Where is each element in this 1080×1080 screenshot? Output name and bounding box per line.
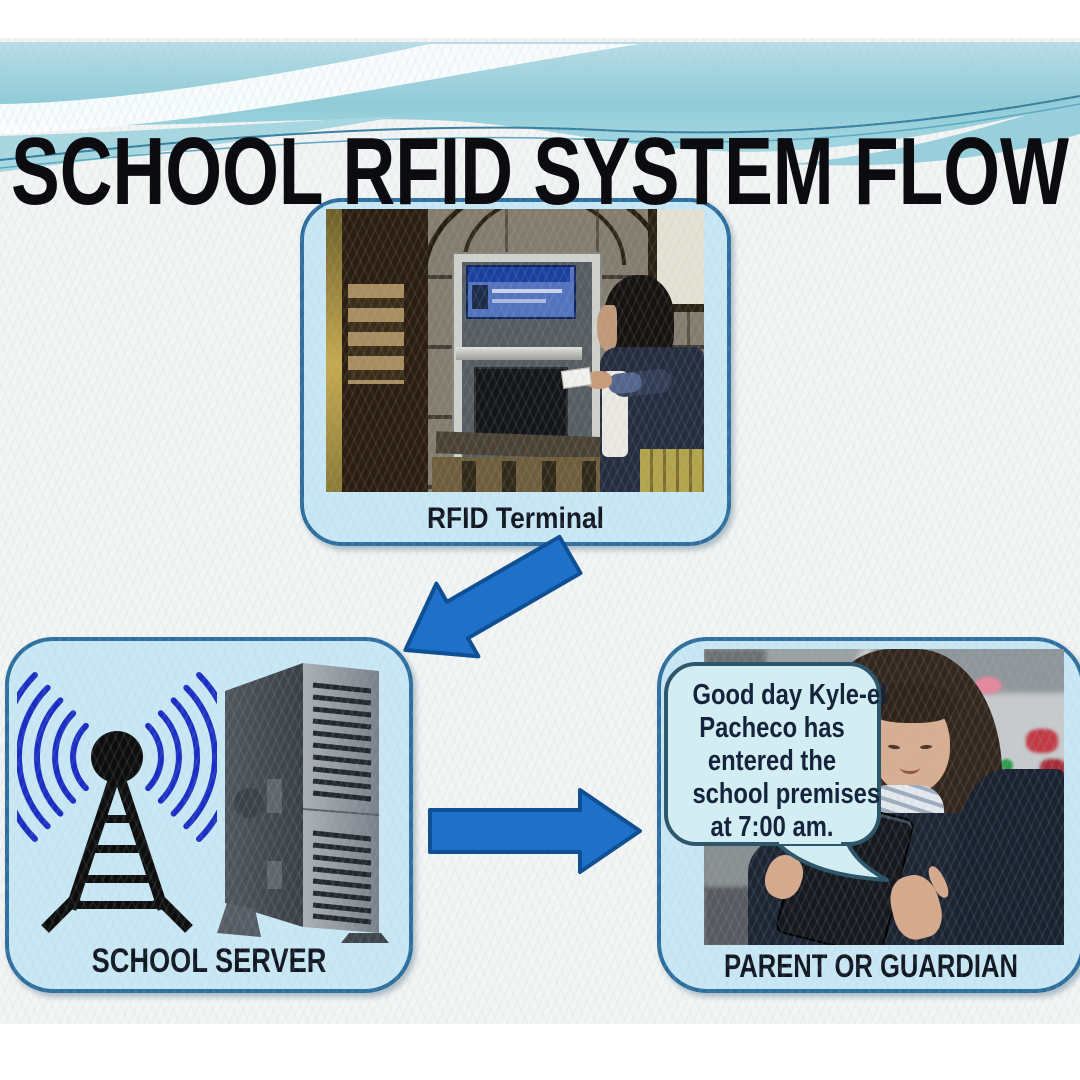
terminal-screen-row <box>492 299 546 303</box>
notification-speech-bubble: Good day Kyle-el Pacheco has entered the… <box>663 661 923 896</box>
window-crossbar <box>456 347 582 360</box>
rfid-terminal-node: RFID Terminal <box>300 198 731 546</box>
interior-shelves <box>348 284 404 384</box>
antenna-tower <box>41 731 193 933</box>
server-tower-icon <box>217 663 389 943</box>
notification-line: at 7:00 am. <box>710 811 834 843</box>
speech-bubble-junction-patch <box>779 835 841 844</box>
school-server-caption: SCHOOL SERVER <box>91 942 327 980</box>
notification-line: entered the <box>707 745 837 777</box>
server-foot-left <box>217 903 261 937</box>
server-side-label <box>267 779 282 813</box>
notification-line: Good day Kyle-el <box>692 679 887 711</box>
rfid-terminal-photo <box>326 209 704 492</box>
server-side-label <box>267 861 282 889</box>
student-hand <box>586 371 612 389</box>
parent-guardian-node: Good day Kyle-el Pacheco has entered the… <box>657 637 1080 993</box>
school-server-node: SCHOOL SERVER <box>5 637 413 993</box>
wave-line-light <box>0 103 1080 169</box>
server-panel-seam <box>302 808 380 816</box>
parent-photo <box>704 649 1064 945</box>
arrow-server-to-parent <box>428 788 642 874</box>
woman-coat-shoulder <box>956 769 1064 945</box>
parent-guardian-caption: PARENT OR GUARDIAN <box>724 948 1018 984</box>
student-plaid-skirt <box>640 449 704 492</box>
notification-line: school premises <box>692 778 881 810</box>
rfid-terminal-caption: RFID Terminal <box>426 502 604 535</box>
terminal-screen-header <box>468 267 570 282</box>
header-wave-decoration <box>0 42 1080 172</box>
speech-bubble-shape <box>664 662 889 882</box>
slide-title-text: SCHOOL RFID SYSTEM FLOW <box>11 120 1069 224</box>
terminal-screen-portrait <box>472 285 488 309</box>
woman-smile <box>900 761 920 774</box>
bus-pink-light <box>974 677 1002 694</box>
antenna-signal-waves <box>17 672 217 842</box>
server-side-panel <box>225 663 303 927</box>
wave-white-swoosh <box>0 44 640 134</box>
bus-tail-light <box>1026 729 1058 753</box>
wave-right-ribbon <box>790 98 1080 166</box>
server-vents <box>312 682 372 925</box>
notification-message: Good day Kyle-el Pacheco has entered the… <box>692 679 887 844</box>
monitor-back <box>474 367 568 441</box>
notification-line: Pacheco has <box>699 712 845 744</box>
interior-wall-sliver <box>326 209 342 492</box>
student-face <box>597 305 617 351</box>
radio-antenna-icon <box>17 672 217 933</box>
slide-title: SCHOOL RFID SYSTEM FLOW <box>11 120 1069 224</box>
speech-bubble-body <box>664 662 881 846</box>
terminal-screen-row <box>492 289 562 293</box>
slide: SCHOOL RFID SYSTEM FLOW <box>0 38 1080 1024</box>
server-foot-right <box>341 933 389 943</box>
server-side-fan <box>234 788 264 818</box>
speech-bubble-tail <box>773 835 889 882</box>
wave-band <box>0 42 1080 152</box>
wave-line-dark <box>0 95 1080 161</box>
gate-bar <box>648 304 704 312</box>
bus-green-light <box>1000 759 1013 772</box>
